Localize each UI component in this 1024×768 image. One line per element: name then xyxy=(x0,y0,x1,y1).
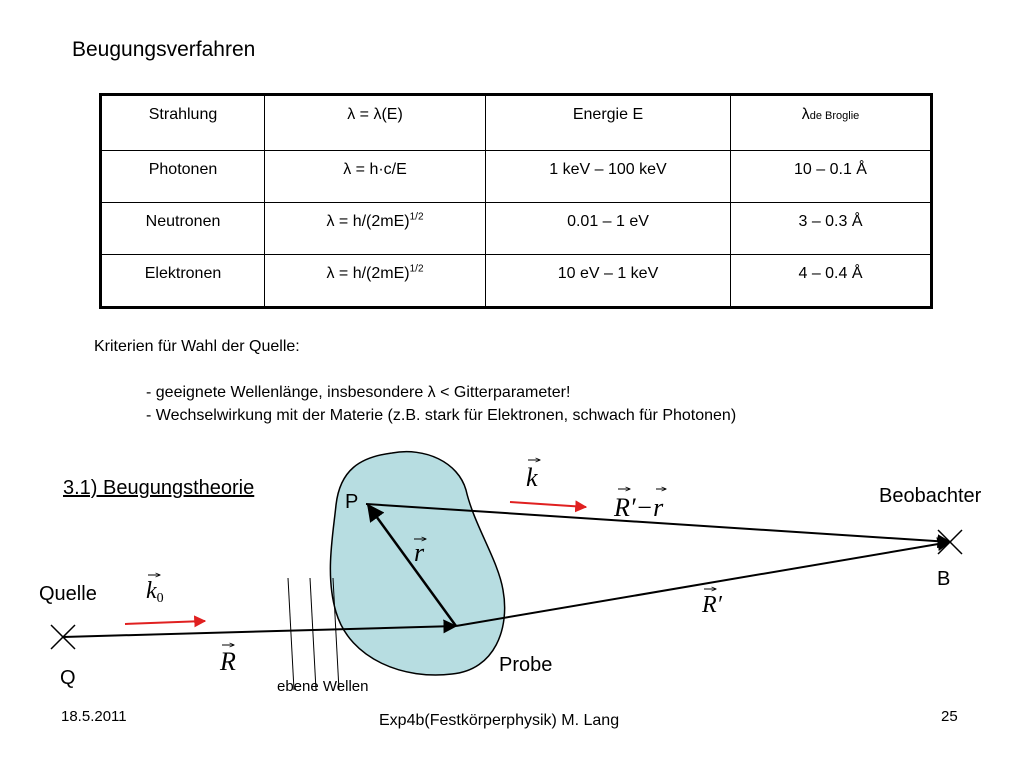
observer-cross-icon xyxy=(937,529,963,555)
table-row: Elektronen λ = h/(2mE)1/2 10 eV – 1 keV … xyxy=(100,254,932,308)
wavelength-table: Strahlung λ = λ(E) Energie E λde Broglie… xyxy=(99,93,933,309)
slide-title: Beugungsverfahren xyxy=(72,38,256,61)
cell-wavelength: 10 – 0.1 Å xyxy=(730,150,932,203)
formula-exponent: 1/2 xyxy=(409,211,424,223)
vector-r-label: r xyxy=(414,538,425,567)
table-row: Photonen λ = h·c/E 1 keV – 100 keV 10 – … xyxy=(100,150,932,203)
table-header-row: Strahlung λ = λ(E) Energie E λde Broglie xyxy=(100,94,932,151)
observer-point-label: B xyxy=(937,568,950,590)
source-cross-icon xyxy=(50,624,76,650)
formula-text: λ = h/(2mE) xyxy=(326,265,410,282)
plane-waves-label: ebene Wellen xyxy=(277,678,368,695)
sample-label: Probe xyxy=(499,654,552,676)
footer-course: Exp4b(Festkörperphysik) M. Lang xyxy=(379,712,620,729)
observer-label: Beobachter xyxy=(879,485,982,507)
incoming-direction-arrow xyxy=(124,615,207,628)
vector-R-prime-minus-r-label: R′−r xyxy=(613,493,664,522)
cell-energy: 0.01 – 1 eV xyxy=(485,202,731,255)
cell-wavelength: 3 – 0.3 Å xyxy=(730,202,932,255)
vector-R-label: R xyxy=(219,647,236,676)
plane-wave-lines xyxy=(287,577,340,691)
cell-radiation: Photonen xyxy=(100,150,265,203)
footer-page-number: 25 xyxy=(941,708,958,725)
formula-exponent: 1/2 xyxy=(409,263,424,275)
vector-R-prime-minus-r-line xyxy=(365,503,952,549)
vector-k0-label: k0 xyxy=(146,578,164,606)
cell-radiation: Neutronen xyxy=(100,202,265,255)
header-cell-radiation: Strahlung xyxy=(100,94,265,151)
footer-date: 18.5.2011 xyxy=(61,708,127,725)
criteria-item: - geeignete Wellenlänge, insbesondere λ … xyxy=(146,384,571,401)
scatter-point-label: P xyxy=(345,491,358,513)
formula-text: λ = h/(2mE) xyxy=(326,213,410,230)
formula-text: λ = h·c/E xyxy=(343,161,407,178)
vector-r-line xyxy=(366,503,458,627)
cell-formula: λ = h·c/E xyxy=(264,150,486,203)
outgoing-direction-arrow xyxy=(509,500,588,513)
vector-R-line xyxy=(62,619,458,638)
cell-formula: λ = h/(2mE)1/2 xyxy=(264,202,486,255)
cell-radiation: Elektronen xyxy=(100,254,265,308)
vector-R-prime-label: R′ xyxy=(701,592,723,618)
vector-k0-subscript: 0 xyxy=(157,591,164,606)
cell-formula: λ = h/(2mE)1/2 xyxy=(264,254,486,308)
header-cell-energy: Energie E xyxy=(485,94,731,151)
source-label: Quelle xyxy=(39,583,97,605)
vector-k-label: k xyxy=(526,463,538,492)
section-heading: 3.1) Beugungstheorie xyxy=(63,477,255,499)
criteria-heading: Kriterien für Wahl der Quelle: xyxy=(94,338,300,355)
de-broglie-subscript: de Broglie xyxy=(809,110,860,122)
cell-energy: 1 keV – 100 keV xyxy=(485,150,731,203)
header-cell-wavelength: λde Broglie xyxy=(730,94,932,151)
vector-R-prime-line xyxy=(455,537,952,627)
source-point-label: Q xyxy=(60,667,76,689)
lambda-symbol: λ xyxy=(801,106,810,123)
criteria-item: - Wechselwirkung mit der Materie (z.B. s… xyxy=(146,407,737,424)
scattering-diagram: k k0 R r R′ R′−r P Quelle Q Beobachter B… xyxy=(39,451,982,695)
vector-k0-symbol: k xyxy=(146,578,157,604)
header-cell-formula: λ = λ(E) xyxy=(264,94,486,151)
table-row: Neutronen λ = h/(2mE)1/2 0.01 – 1 eV 3 –… xyxy=(100,202,932,255)
cell-wavelength: 4 – 0.4 Å xyxy=(730,254,932,308)
cell-energy: 10 eV – 1 keV xyxy=(485,254,731,308)
